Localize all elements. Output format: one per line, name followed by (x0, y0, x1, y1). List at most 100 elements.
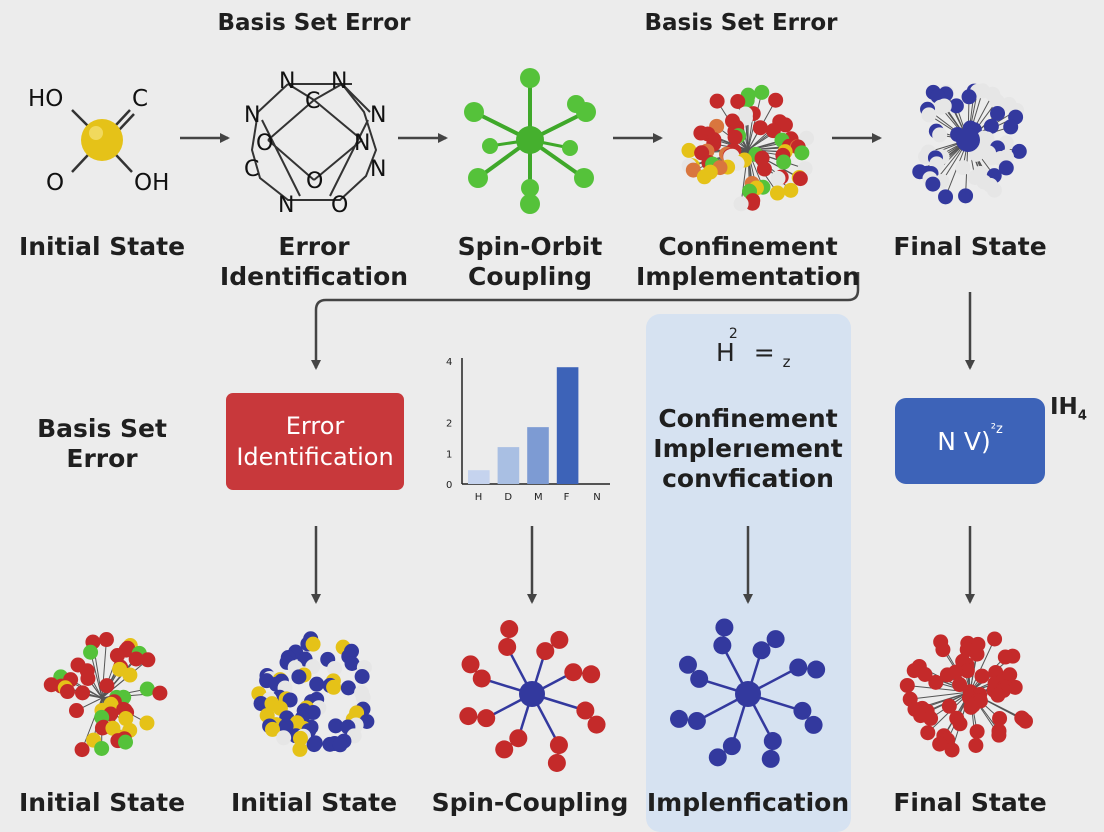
chart-y-tick-label: 1 (446, 449, 452, 460)
chart-x-tick-label: H (475, 492, 483, 503)
atom (763, 732, 782, 751)
atom-center (735, 681, 761, 707)
atom (327, 661, 343, 677)
svg-text:O: O (306, 169, 323, 194)
atom (959, 663, 975, 679)
atom (952, 716, 968, 732)
atom (941, 698, 957, 714)
red-box-line2: Identification (236, 442, 394, 471)
atom (98, 632, 114, 648)
nv-box-text: N V) (937, 426, 991, 456)
chart-bar-D (497, 447, 520, 484)
atom (928, 674, 944, 690)
chart-x-tick-label: N (593, 492, 600, 503)
molecule-error-labels: N N C N N O N C O N N O (244, 69, 386, 218)
atom (139, 715, 155, 731)
atom (681, 142, 697, 158)
atom (139, 681, 155, 697)
atom (498, 637, 517, 656)
atom (935, 642, 951, 658)
atom (987, 631, 1003, 647)
cluster-final-state-bottom (899, 631, 1034, 758)
atom (955, 160, 971, 176)
atom (944, 742, 960, 758)
atom (291, 669, 307, 685)
atom (998, 160, 1014, 176)
atom (564, 663, 583, 682)
atom (477, 709, 496, 728)
atom-label-c: C (132, 86, 148, 112)
atom (932, 127, 948, 143)
svg-text:O: O (331, 193, 348, 218)
atom (938, 189, 954, 205)
atom (292, 730, 308, 746)
bottom-label-spin-coupling: Spin-Coupling (431, 788, 629, 817)
svg-text:N: N (331, 69, 347, 94)
atom (495, 740, 514, 759)
formula-h2: H2 = z (716, 325, 791, 371)
atom (576, 701, 595, 720)
atom (685, 162, 701, 178)
svg-text:N: N (279, 69, 295, 94)
atom (74, 742, 90, 758)
atom (128, 651, 144, 667)
atom (109, 648, 125, 664)
atom (969, 724, 985, 740)
atom-center (519, 681, 545, 707)
atom (459, 707, 478, 726)
atom (769, 185, 785, 201)
atom (309, 676, 325, 692)
atom (974, 668, 990, 684)
svg-text:N: N (278, 193, 294, 218)
atom (792, 171, 808, 187)
atom (917, 667, 933, 683)
atom (282, 692, 298, 708)
atom (733, 196, 749, 212)
atom (253, 696, 269, 712)
svg-text:N: N (244, 103, 260, 128)
error-identification-box: Error Identification (226, 393, 404, 490)
atom (340, 680, 356, 696)
atom (961, 89, 977, 105)
atom (549, 736, 568, 755)
atom (1011, 143, 1027, 159)
bottom-label-initial-state-1: Initial State (18, 788, 186, 817)
atom (958, 188, 974, 204)
chart-x-tick-label: M (534, 492, 543, 503)
atom (983, 118, 999, 134)
chart-x-tick-label: D (504, 492, 512, 503)
formula-ih4: IH4 (1050, 394, 1087, 424)
atom (509, 729, 528, 748)
bottom-label-initial-state-2: Initial State (230, 788, 398, 817)
atom (992, 710, 1008, 726)
atom (991, 727, 1007, 743)
bottom-label-implenfication: Implenfication (646, 788, 850, 817)
atom (730, 93, 746, 109)
header-basis-set-error-right: Basis Set Error (644, 10, 838, 36)
atom (709, 93, 725, 109)
atom (500, 620, 519, 639)
atom (105, 720, 121, 736)
atom (715, 618, 734, 637)
chart-y-tick-label: 2 (446, 419, 452, 430)
chart-x-tick-label: F (564, 492, 570, 503)
atom (587, 715, 606, 734)
atom (306, 737, 322, 753)
atom (344, 656, 360, 672)
atom (328, 718, 344, 734)
atom (766, 630, 785, 649)
atom (783, 182, 799, 198)
svg-text:N: N (370, 157, 386, 182)
atom (122, 667, 138, 683)
atom (925, 176, 941, 192)
atom (536, 642, 555, 661)
atom (969, 646, 985, 662)
atom (990, 105, 1006, 121)
atom (997, 649, 1013, 665)
atom (354, 668, 370, 684)
atom (547, 753, 566, 772)
atom (776, 154, 792, 170)
